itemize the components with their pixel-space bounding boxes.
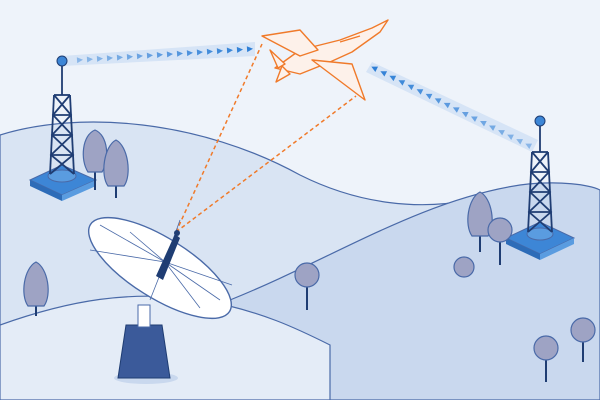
- signal-arrow: [86, 56, 93, 63]
- signal-arrow: [516, 139, 523, 145]
- signal-arrow: [480, 121, 487, 127]
- trees: [23, 129, 596, 382]
- signal-arrow: [470, 116, 478, 122]
- signal-arrow: [380, 71, 388, 77]
- tree-icon: [467, 191, 493, 252]
- signal-arrow: [434, 98, 442, 104]
- tree-icon: [453, 256, 475, 278]
- radio-tower-right-icon: [504, 115, 576, 260]
- tree-icon: [487, 217, 513, 265]
- signal-arrow: [425, 93, 433, 100]
- signal-arrow: [498, 130, 505, 136]
- signal-arrow: [246, 46, 253, 53]
- signal-arrow: [146, 52, 153, 59]
- signal-arrow: [106, 55, 113, 62]
- tree-icon: [533, 335, 559, 382]
- signal-arrow: [196, 49, 203, 56]
- tree-icon: [103, 139, 129, 198]
- signal-arrow: [126, 53, 133, 60]
- signal-beam-right: [366, 62, 538, 152]
- tree-icon: [23, 261, 49, 316]
- satellite-dish-icon: [87, 216, 233, 384]
- tree-icon: [294, 262, 320, 310]
- signal-arrow: [461, 111, 469, 118]
- tree-icon: [570, 317, 596, 362]
- tree-icon: [82, 129, 108, 190]
- signal-arrow: [136, 53, 143, 60]
- signal-arrow: [371, 66, 379, 73]
- jet-plane-icon: [261, 19, 389, 101]
- signal-arrow: [156, 52, 163, 59]
- signal-arrow: [216, 48, 223, 55]
- signal-arrow: [206, 48, 213, 55]
- signal-arrow: [452, 107, 460, 113]
- signal-beam-left: [62, 42, 255, 66]
- signal-arrow: [186, 50, 193, 57]
- signal-arrow: [416, 89, 424, 95]
- signal-arrow: [407, 84, 415, 91]
- signal-arrow: [166, 51, 173, 58]
- signal-arrow: [398, 80, 406, 86]
- signal-arrow: [507, 134, 514, 140]
- radar-tracking-lines: [175, 43, 357, 233]
- signal-arrow: [116, 54, 123, 61]
- signal-arrow: [525, 143, 533, 150]
- signal-arrow: [236, 46, 243, 53]
- signal-arrow: [489, 125, 496, 131]
- signal-arrow: [96, 55, 103, 62]
- signal-arrow: [76, 57, 83, 64]
- signal-arrow: [443, 102, 451, 109]
- signal-arrow: [176, 50, 183, 57]
- signal-arrow: [226, 47, 233, 54]
- signal-arrow: [389, 75, 397, 82]
